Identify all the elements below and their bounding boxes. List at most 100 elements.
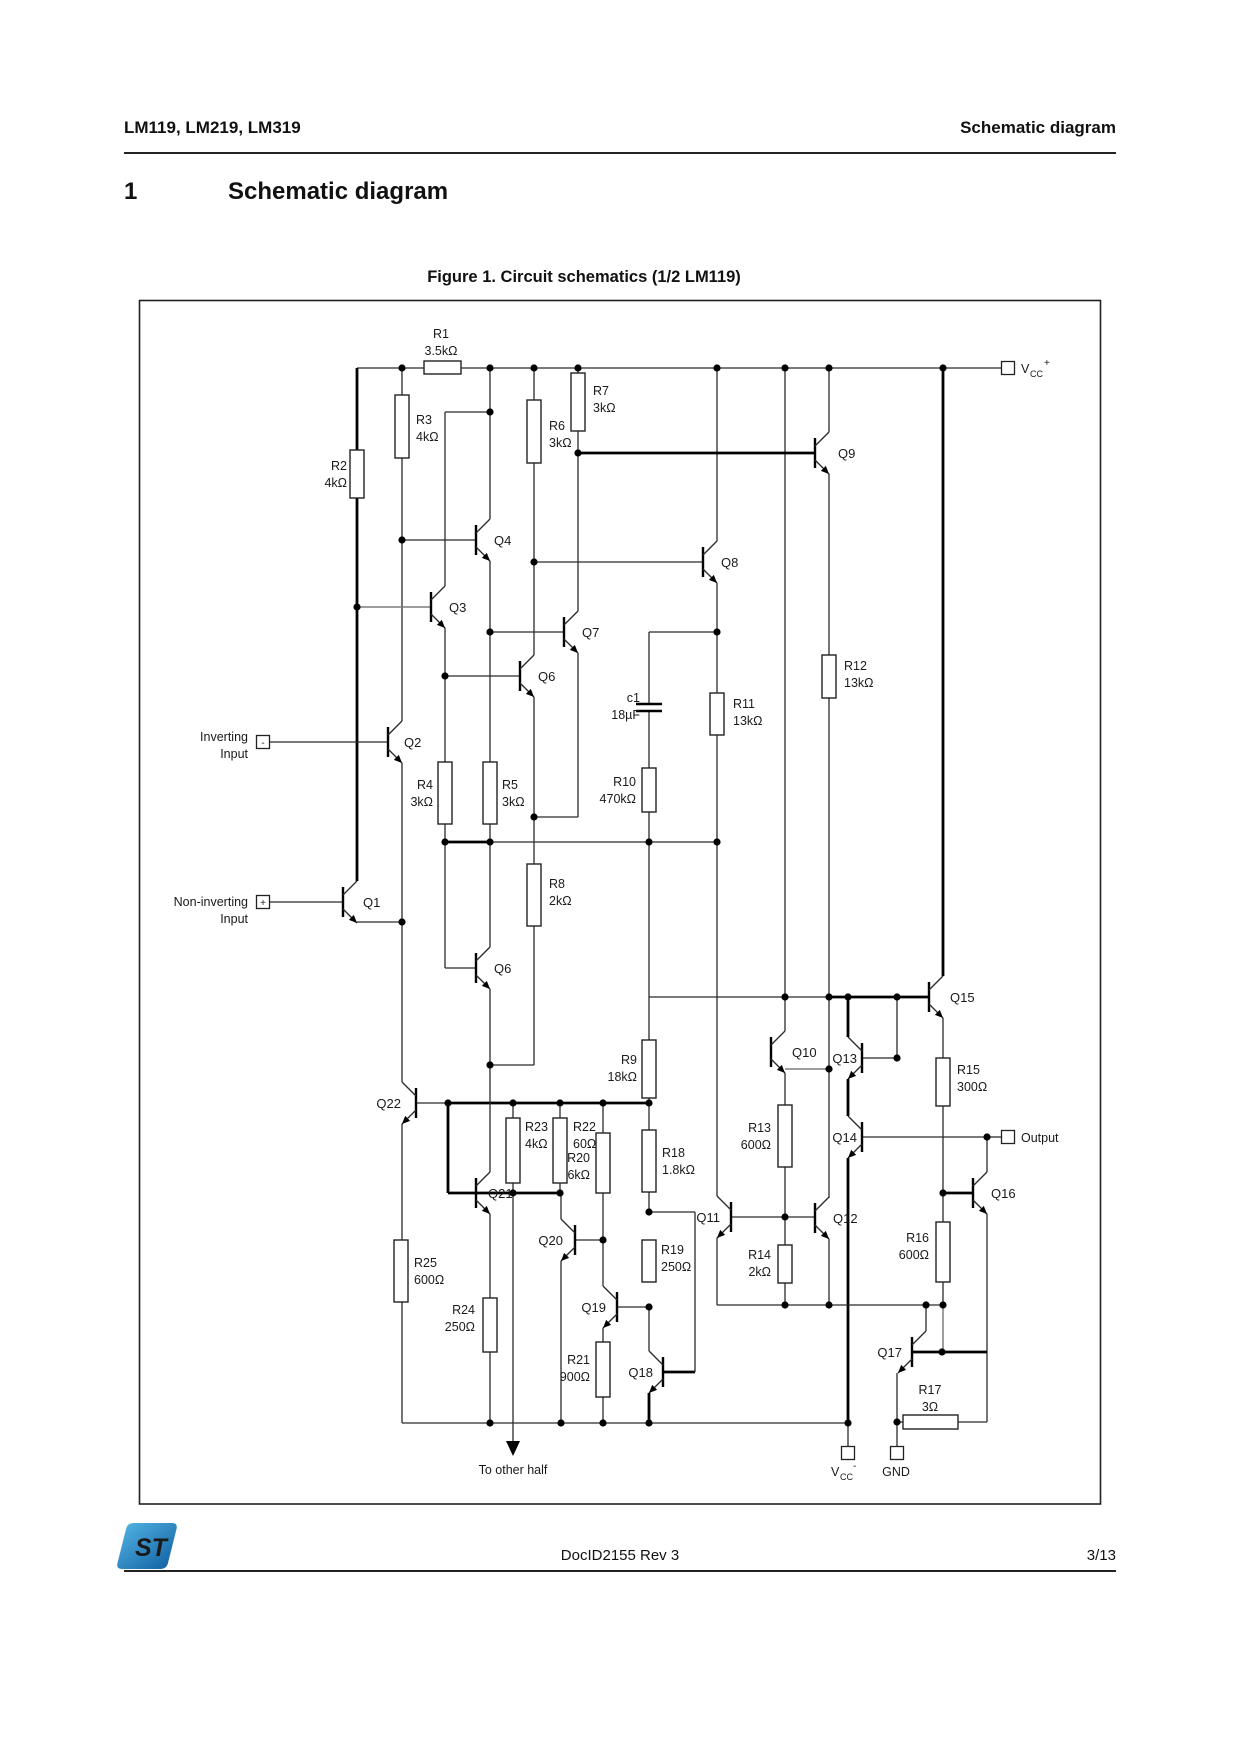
collector-q18 xyxy=(648,1350,664,1366)
resistor-r22 xyxy=(552,1117,568,1184)
collector-q15 xyxy=(928,975,944,991)
transistor-label-q21: Q21 xyxy=(488,1186,513,1201)
section-number: 1 xyxy=(124,178,138,205)
emitter-arrow-q2 xyxy=(393,754,402,763)
junction-dot xyxy=(645,1419,653,1427)
resistor-name-r6: R6 xyxy=(549,419,565,433)
resistor-name-r17: R17 xyxy=(919,1383,942,1397)
resistor-name-r22: R22 xyxy=(573,1120,596,1134)
resistor-name-r24: R24 xyxy=(452,1303,475,1317)
non-inverting-input-terminal xyxy=(255,894,271,910)
capacitor-name-c1: c1 xyxy=(627,691,640,705)
junction-dot xyxy=(893,1054,901,1062)
emitter-arrow-q9 xyxy=(820,465,829,474)
junction-dot xyxy=(713,838,721,846)
transistor-label-q12: Q12 xyxy=(833,1211,858,1226)
junction-dot xyxy=(781,1213,789,1221)
emitter-arrow-q22 xyxy=(402,1115,411,1124)
junction-dot xyxy=(844,1419,852,1427)
junction-dot xyxy=(781,1301,789,1309)
vcc-minus-terminal xyxy=(840,1445,856,1461)
emitter-arrow-q6u xyxy=(525,688,534,697)
junction-dot xyxy=(530,364,538,372)
resistor-r2 xyxy=(349,449,365,499)
resistor-name-r14: R14 xyxy=(748,1248,771,1262)
emitter-arrow-q17 xyxy=(898,1364,907,1373)
collector-q14 xyxy=(847,1115,863,1131)
transistor-label-q10: Q10 xyxy=(792,1045,817,1060)
junction-dot xyxy=(825,1301,833,1309)
junction-dot xyxy=(486,838,494,846)
st-logo: ST xyxy=(117,1523,177,1569)
output-terminal xyxy=(1000,1129,1016,1145)
resistor-value-r9: 18kΩ xyxy=(608,1070,638,1084)
resistor-value-r12: 13kΩ xyxy=(844,676,874,690)
resistor-value-r5: 3kΩ xyxy=(502,795,525,809)
junction-dot xyxy=(486,628,494,636)
transistor-label-q3: Q3 xyxy=(449,600,466,615)
resistor-r3 xyxy=(394,394,410,459)
resistor-r1 xyxy=(423,360,462,375)
resistor-r6 xyxy=(526,399,542,464)
resistor-r18 xyxy=(641,1129,657,1193)
transistor-label-q17: Q17 xyxy=(877,1345,902,1360)
junction-dot xyxy=(844,993,852,1001)
collector-q12 xyxy=(814,1196,830,1212)
resistor-value-r11: 13kΩ xyxy=(733,714,763,728)
resistor-name-r15: R15 xyxy=(957,1063,980,1077)
resistor-value-r23: 4kΩ xyxy=(525,1137,548,1151)
junction-dot xyxy=(398,918,406,926)
vcc-plus-label: V xyxy=(1021,362,1030,376)
junction-dot xyxy=(893,993,901,1001)
transistor-label-q1: Q1 xyxy=(363,895,380,910)
emitter-arrow-q11 xyxy=(717,1229,726,1238)
collector-q9 xyxy=(814,431,830,447)
transistor-label-q15: Q15 xyxy=(950,990,975,1005)
junction-dot xyxy=(557,1419,565,1427)
resistor-r13 xyxy=(777,1104,793,1168)
resistor-value-r3: 4kΩ xyxy=(416,430,439,444)
collector-q16 xyxy=(972,1171,988,1187)
emitter-arrow-q21 xyxy=(481,1205,490,1214)
figure-frame xyxy=(138,299,1102,1505)
collector-q19 xyxy=(602,1285,618,1301)
transistor-label-q19: Q19 xyxy=(581,1300,606,1315)
resistor-r8 xyxy=(526,863,542,927)
resistor-name-r3: R3 xyxy=(416,413,432,427)
junction-dot xyxy=(398,364,406,372)
resistor-value-r19: 250Ω xyxy=(661,1260,691,1274)
resistor-r19 xyxy=(641,1239,657,1283)
resistor-r14 xyxy=(777,1244,793,1284)
emitter-arrow-q1 xyxy=(348,914,357,923)
emitter-arrow-q3 xyxy=(436,619,445,628)
transistor-label-q11: Q11 xyxy=(696,1210,720,1225)
junction-dot xyxy=(486,364,494,372)
collector-q13 xyxy=(847,1036,863,1052)
resistor-name-r9: R9 xyxy=(621,1053,637,1067)
resistor-name-r21: R21 xyxy=(567,1353,590,1367)
junction-dot xyxy=(486,1061,494,1069)
inverting-input-terminal xyxy=(255,734,271,750)
vcc-minus-sup: - xyxy=(853,1461,856,1472)
resistor-value-r16: 600Ω xyxy=(899,1248,929,1262)
junction-dot xyxy=(645,1099,653,1107)
circuit-diagram: R13.5kΩR24kΩR34kΩR43kΩR53kΩR63kΩR73kΩR82… xyxy=(174,327,1059,1482)
emitter-arrow-q8 xyxy=(708,574,717,583)
resistor-value-r6: 3kΩ xyxy=(549,436,572,450)
header-rule xyxy=(124,152,1116,154)
transistor-label-q14: Q14 xyxy=(832,1130,857,1145)
non-inverting-input-sign: + xyxy=(260,898,266,909)
junction-dot xyxy=(893,1418,901,1426)
resistor-name-r18: R18 xyxy=(662,1146,685,1160)
transistor-label-q4: Q4 xyxy=(494,533,511,548)
emitter-arrow-q4 xyxy=(481,552,490,561)
emitter-arrow-q10 xyxy=(776,1064,785,1073)
resistor-value-r8: 2kΩ xyxy=(549,894,572,908)
emitter-arrow-q19 xyxy=(603,1319,612,1328)
emitter-arrow-q20 xyxy=(561,1252,570,1261)
resistor-value-r10: 470kΩ xyxy=(600,792,636,806)
figure-caption: Figure 1. Circuit schematics (1/2 LM119) xyxy=(427,268,741,286)
header-right: Schematic diagram xyxy=(960,118,1116,137)
